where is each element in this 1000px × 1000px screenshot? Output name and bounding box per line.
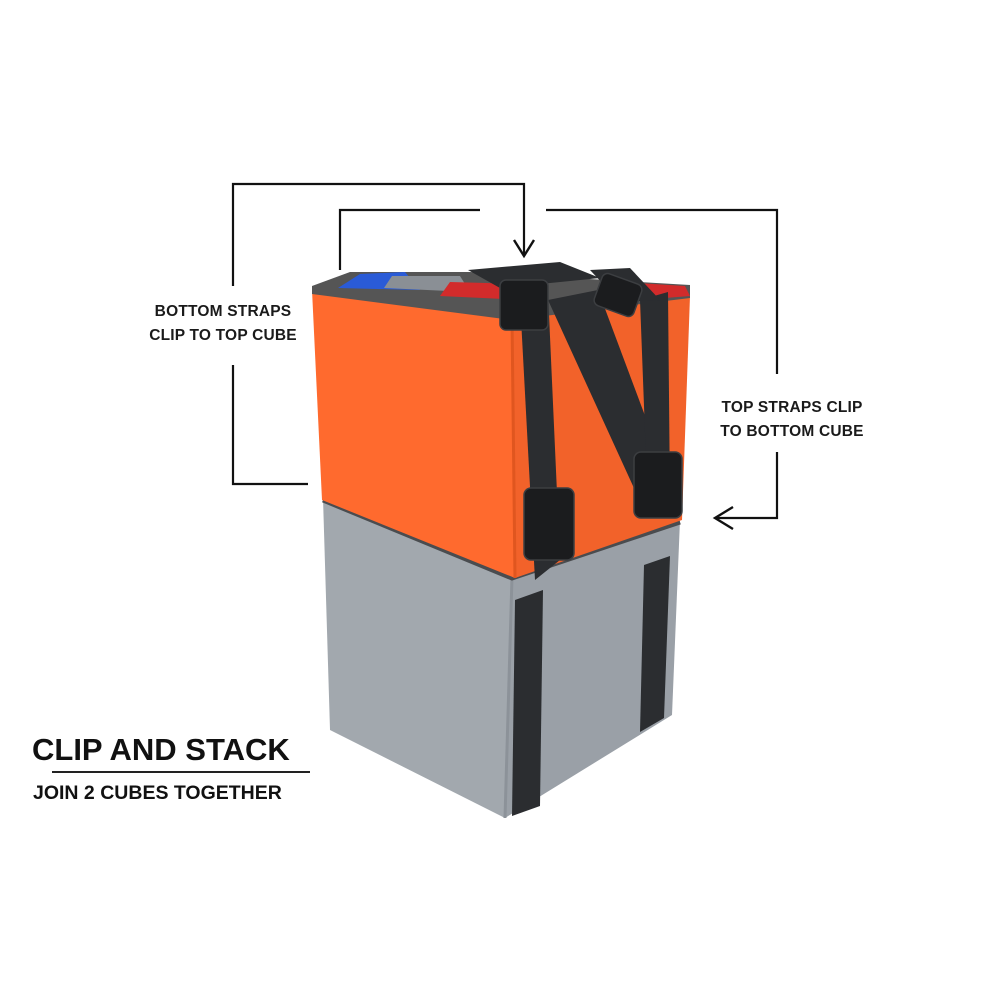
top-straps-label-line1: TOP STRAPS CLIP [721, 399, 863, 416]
arrow-down-icon [512, 239, 536, 259]
bottom-straps-connector [231, 182, 526, 486]
buckles [499, 272, 683, 561]
bottom-straps-label-line1: BOTTOM STRAPS [154, 303, 292, 320]
caption-subtitle: JOIN 2 CUBES TOGETHER [33, 782, 282, 804]
top-cube [312, 262, 690, 580]
top-straps-label: TOP STRAPS CLIP TO BOTTOM CUBE [708, 396, 876, 444]
top-straps-connector [546, 208, 779, 520]
caption-title: CLIP AND STACK [32, 732, 290, 767]
inner-connector [338, 208, 480, 270]
bottom-straps-label: BOTTOM STRAPS CLIP TO TOP CUBE [138, 300, 308, 348]
caption-divider [52, 771, 310, 773]
arrow-left-icon [712, 505, 734, 531]
top-straps-label-line2: TO BOTTOM CUBE [720, 423, 864, 440]
bottom-straps-label-line2: CLIP TO TOP CUBE [149, 327, 297, 344]
bottom-cube [322, 497, 681, 819]
